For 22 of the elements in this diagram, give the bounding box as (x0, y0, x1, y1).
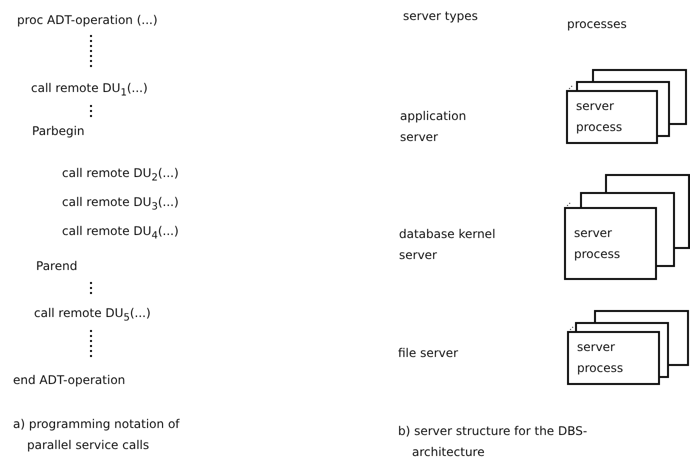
caption: a) programming notation of parallel service calls (13, 416, 181, 454)
code-line: Parend (36, 258, 78, 275)
caption: b) server structure for the DBS-architecture (398, 423, 588, 461)
code-line: proc ADT-operation (...) (17, 12, 158, 29)
node-text: server process (576, 98, 624, 136)
code-line: call remote DU$_{3}$(...) (62, 194, 179, 214)
column-label: application server (400, 108, 468, 146)
code-line: end ADT-operation (13, 372, 126, 389)
node-text: server process (574, 224, 622, 262)
code-line: call remote DU$_{5}$(...) (34, 305, 151, 326)
column-label: processes (567, 16, 627, 33)
code-line: call remote DU$_{1}$(...) (31, 80, 148, 100)
process-box (564, 207, 657, 280)
node-text: server process (577, 339, 624, 377)
code-line: call remote DU$_{4}$(...) (62, 223, 179, 244)
code-line: call remote DU$_{2}$(...) (62, 165, 179, 186)
column-label: database kernel server (399, 226, 496, 264)
column-label: file server (398, 345, 458, 362)
column-label: server types (403, 8, 479, 25)
code-line: Parbegin (32, 123, 85, 140)
process-box (566, 90, 658, 144)
process-box (567, 331, 660, 385)
